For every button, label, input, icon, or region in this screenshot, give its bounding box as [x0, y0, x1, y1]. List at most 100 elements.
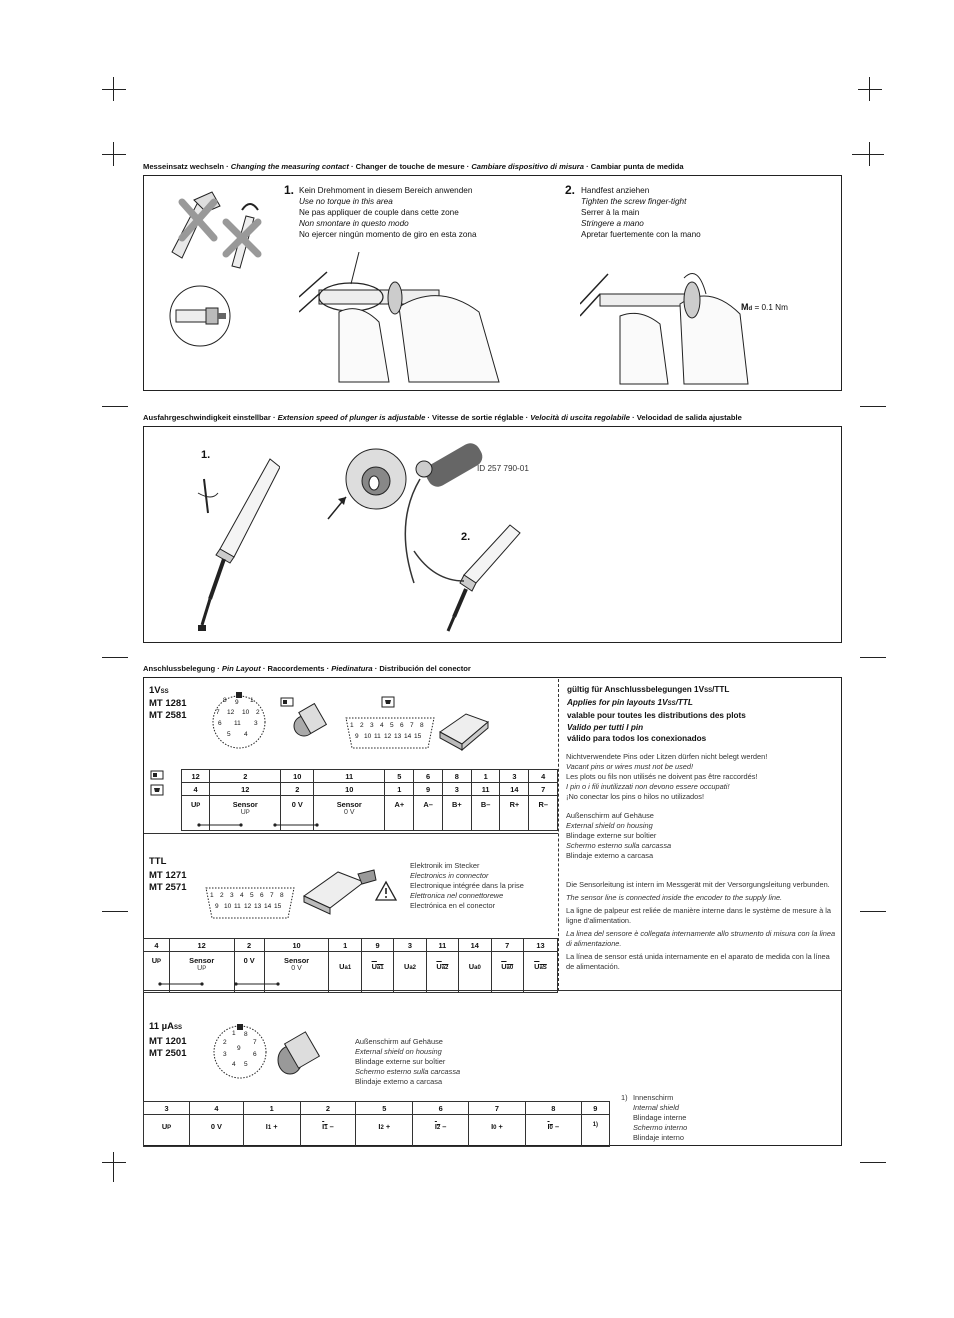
table-cell: R+	[499, 795, 530, 831]
table-cell: 2	[233, 938, 265, 952]
table-cell: 10	[280, 769, 315, 783]
table-cell: Ua2	[425, 951, 460, 993]
crop-mark	[102, 406, 128, 407]
table-cell: 7	[468, 1101, 526, 1115]
table-cell: Ua1	[360, 951, 395, 993]
table-row: UP 0 V I1 + I1 – I2 + I2 – I0 + I0 – 1)	[142, 1114, 611, 1147]
table-cell: 8	[441, 769, 472, 783]
table-cell: 9	[413, 782, 443, 796]
table-cell: 9	[580, 1101, 611, 1115]
table-cell: I1 +	[242, 1114, 301, 1147]
wrench-prohibited-illustration	[171, 191, 262, 269]
vss-dsub-connector-illustration	[439, 713, 489, 752]
table-cell: 6	[412, 1101, 470, 1115]
table-cell: 2	[209, 769, 282, 783]
table-cell: Ua0	[490, 951, 524, 993]
table-cell: 14	[458, 938, 492, 952]
step-2-number: 2.	[565, 183, 576, 197]
dsub-icon	[150, 784, 164, 796]
table-cell: 4	[143, 938, 170, 952]
crop-mark	[113, 142, 114, 166]
table-cell: I2 –	[412, 1114, 470, 1147]
table-cell: 2	[280, 782, 315, 796]
table-cell: 12	[180, 769, 211, 783]
section-header-pin-layout: Anschlussbelegung · Pin Layout · Raccord…	[143, 664, 471, 673]
section-header-changing-contact: Messeinsatz wechseln · Changing the meas…	[143, 162, 684, 171]
divider	[144, 833, 558, 834]
table-cell: I0 –	[524, 1114, 582, 1147]
crop-mark	[860, 911, 886, 912]
coupling-icon	[150, 770, 164, 780]
table-cell: 3	[142, 1101, 191, 1115]
crop-mark	[102, 911, 128, 912]
table-cell: 5	[384, 769, 415, 783]
table-cell: 8	[524, 1101, 582, 1115]
probe-adjust-illustration	[197, 458, 280, 631]
crop-mark	[102, 1162, 126, 1163]
table-cell: UP	[180, 795, 211, 831]
table-cell: 10	[313, 782, 386, 796]
step-1-number: 1.	[201, 449, 211, 461]
sensor-link-lines	[197, 823, 319, 827]
crop-mark	[102, 657, 128, 658]
table-cell: B–	[470, 795, 501, 831]
table-cell: 3	[499, 769, 530, 783]
part-id: ID 257 790-01	[477, 464, 529, 473]
section-extension-speed: 1. ID 257 790-01 2.	[143, 426, 842, 643]
svg-text:18 27 9 36 45: 18 27 9 36 45	[223, 1030, 258, 1068]
table-cell: Ua2	[393, 951, 427, 993]
coupling-icon	[280, 697, 294, 707]
hands-tighten-illustration	[580, 273, 749, 385]
crop-mark	[102, 89, 126, 90]
crop-mark	[860, 657, 886, 658]
validity-note: gültig für Anschlussbelegungen 1VSS/TTL …	[567, 685, 746, 743]
table-cell: 4	[180, 782, 211, 796]
table-cell: 11	[470, 782, 501, 796]
table-cell: R–	[528, 795, 558, 831]
crop-mark	[858, 89, 882, 90]
table-cell: Ua1	[328, 951, 362, 993]
crop-mark	[860, 406, 886, 407]
table-cell: 1)	[580, 1114, 611, 1147]
adjust-screw-detail-illustration	[327, 443, 483, 584]
vss-coupling-illustration	[293, 702, 328, 737]
step-2-number: 2.	[461, 531, 471, 543]
section-changing-contact: 1. Kein Drehmoment in diesem Bereich anw…	[143, 175, 842, 391]
crop-mark	[860, 1162, 886, 1163]
table-cell: 6	[413, 769, 443, 783]
table-cell: 10	[263, 938, 330, 952]
sensor-link-lines	[158, 982, 280, 986]
ua-coupling-illustration	[277, 1031, 321, 1075]
table-cell: 5	[355, 1101, 414, 1115]
probe-illustration-2	[413, 524, 521, 632]
contact-detail-illustration	[169, 285, 231, 347]
table-cell: I1 –	[299, 1114, 357, 1147]
table-cell: Ua0	[458, 951, 492, 993]
table-cell: 12	[168, 938, 235, 952]
crop-mark	[869, 142, 870, 166]
table-cell: 9	[360, 938, 395, 952]
crop-mark	[113, 1152, 114, 1182]
table-cell: 12	[209, 782, 282, 796]
crop-mark	[852, 154, 884, 155]
table-cell: 11	[425, 938, 460, 952]
table-cell: 13	[522, 938, 559, 952]
table-cell: 14	[499, 782, 530, 796]
